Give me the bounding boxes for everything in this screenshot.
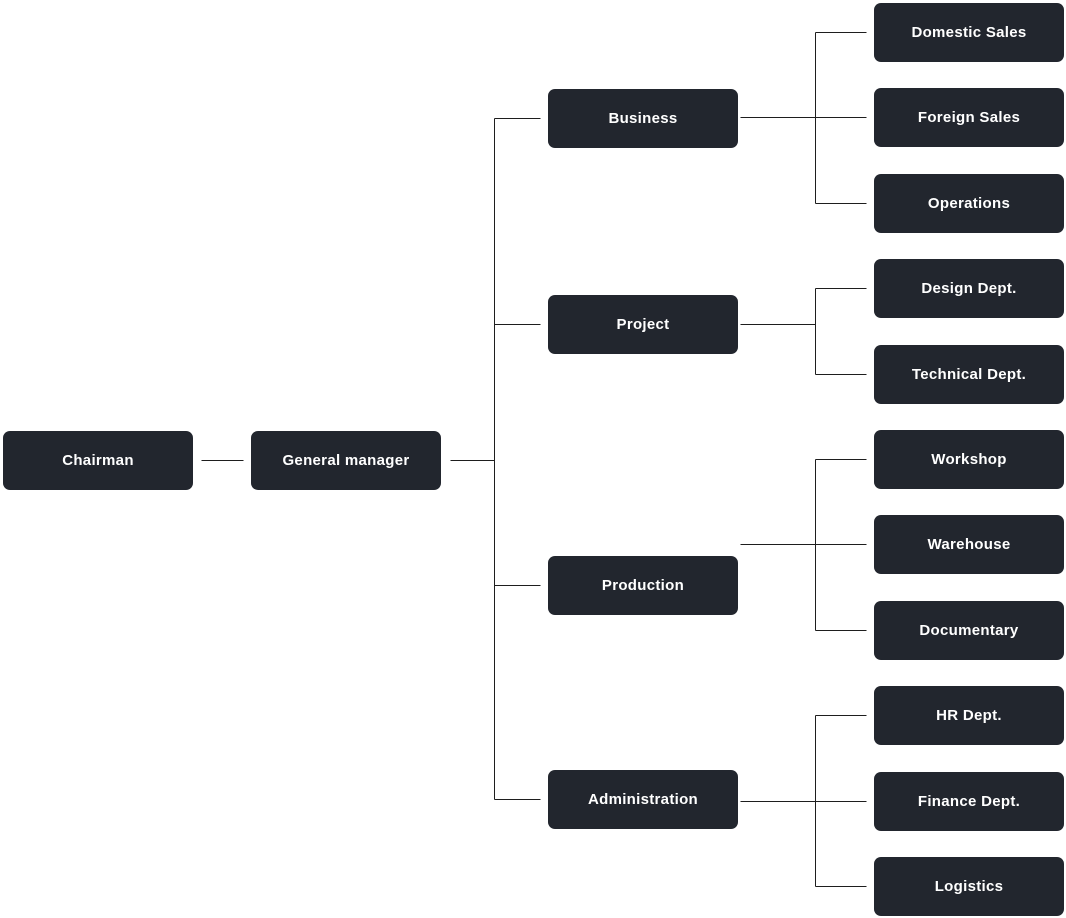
org-node-project[interactable]: Project (548, 295, 738, 354)
org-node-domestic-sales[interactable]: Domestic Sales (874, 3, 1064, 62)
org-node-label: Technical Dept. (911, 365, 1027, 383)
org-node-logistics[interactable]: Logistics (874, 857, 1064, 916)
org-node-foreign-sales[interactable]: Foreign Sales (874, 88, 1064, 148)
org-node-label: Finance Dept. (917, 792, 1021, 810)
org-node-label: Warehouse (927, 536, 1011, 554)
org-node-administration[interactable]: Administration (548, 770, 738, 829)
org-node-label: Logistics (934, 878, 1004, 895)
org-node-chairman[interactable]: Chairman (3, 431, 193, 490)
org-node-operations[interactable]: Operations (874, 173, 1064, 233)
org-node-label: Business (608, 110, 678, 127)
org-node-label: Production (601, 577, 685, 594)
org-node-label: Workshop (931, 451, 1007, 468)
org-node-label: Design Dept. (921, 280, 1017, 298)
org-node-label: Chairman (62, 452, 134, 469)
org-node-label: Administration (587, 791, 699, 808)
org-node-finance-dept[interactable]: Finance Dept. (874, 771, 1064, 831)
org-node-label: General manager (282, 452, 410, 469)
org-node-label: HR Dept. (936, 707, 1002, 725)
org-node-documentary[interactable]: Documentary (874, 600, 1064, 660)
org-node-hr-dept[interactable]: HR Dept. (874, 686, 1064, 746)
org-node-business[interactable]: Business (548, 89, 738, 148)
org-node-label: Documentary (919, 621, 1019, 639)
org-node-warehouse[interactable]: Warehouse (874, 515, 1064, 575)
org-node-label: Project (616, 316, 670, 333)
org-node-label: Operations (927, 194, 1011, 212)
org-node-workshop[interactable]: Workshop (874, 430, 1064, 489)
org-node-label: Foreign Sales (917, 109, 1021, 127)
org-node-general-manager[interactable]: General manager (251, 431, 441, 490)
org-node-production[interactable]: Production (548, 556, 738, 615)
org-node-technical-dept[interactable]: Technical Dept. (874, 344, 1064, 404)
org-node-label: Domestic Sales (911, 24, 1027, 41)
org-node-design-dept[interactable]: Design Dept. (874, 259, 1064, 319)
